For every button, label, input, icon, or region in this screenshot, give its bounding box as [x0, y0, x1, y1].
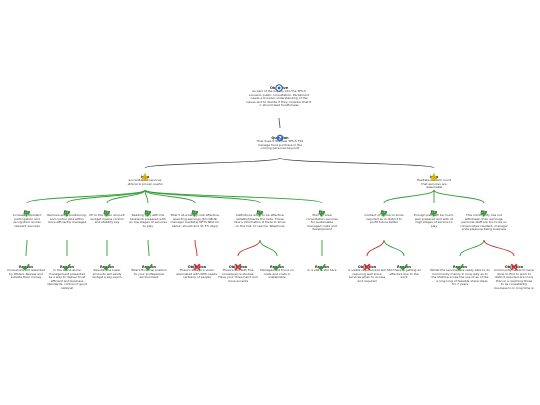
question-node[interactable]: ? Question How does it the new TPS-5 F10… — [255, 134, 305, 151]
question-icon: ? — [276, 127, 284, 146]
svg-text:!: ! — [433, 176, 435, 181]
link-pro-reason — [383, 239, 405, 257]
lightbulb-icon: ! — [141, 166, 149, 185]
link-pro-objection — [483, 239, 515, 257]
check-icon — [145, 256, 153, 275]
plus-icon — [63, 202, 70, 221]
link-question-idea — [144, 157, 281, 169]
svg-text:?: ? — [278, 136, 281, 142]
link-idea-pro — [66, 189, 146, 204]
cross-icon — [363, 256, 371, 275]
objection-text: Community needs to have done to find to … — [494, 268, 534, 290]
link-idea-pro — [106, 189, 146, 204]
objection-text: There's always a vision associated with … — [176, 268, 218, 280]
pro-node-4[interactable]: Pro Reading play with the taskwork prepa… — [128, 210, 168, 228]
reason-title: Reason — [142, 265, 156, 269]
reason-text: Total's financial position to your profe… — [131, 268, 167, 280]
pro-node-3[interactable]: Pro Mr to the lower amount budget means … — [88, 210, 126, 225]
link-idea-pro — [144, 189, 149, 204]
objection-node-2[interactable]: Objection There's still with fine conseq… — [218, 263, 258, 283]
plus-icon — [430, 202, 437, 221]
objective-icon — [275, 77, 283, 96]
idea-node-2[interactable]: ! Idea Hesitate, cannot count that servi… — [416, 172, 452, 190]
reason-title: Reason — [100, 265, 114, 269]
reason-node-4[interactable]: Reason Total's financial position to you… — [130, 263, 168, 280]
reason-title: Reason — [19, 265, 33, 269]
link-idea-pro — [144, 189, 323, 204]
plus-icon — [480, 202, 487, 221]
reason-node-6[interactable]: Reason In a still is still here — [304, 263, 340, 273]
link-pro-reason — [147, 239, 150, 257]
cross-icon — [234, 256, 242, 275]
objection-node-4[interactable]: Objection Community needs to have done t… — [494, 263, 534, 291]
reason-text: In a still is still here — [307, 268, 337, 272]
link-idea-pro — [433, 189, 485, 204]
reason-node-5[interactable]: Reason Management focus on costs and cos… — [258, 263, 296, 280]
pro-node-9[interactable]: Pro Enough path will be much, well prepa… — [414, 210, 454, 228]
check-icon — [456, 256, 464, 275]
pro-node-2[interactable]: Pro Remove extra-positioning, and contro… — [47, 210, 87, 225]
link-pro-reason — [259, 239, 278, 257]
link-question-idea — [279, 157, 435, 169]
pro-node-5[interactable]: Pro Total 5 at-a-taking cost effective, … — [170, 210, 220, 228]
link-pro-objection — [366, 239, 385, 257]
check-icon — [22, 256, 30, 275]
reason-title: Reason — [270, 265, 284, 269]
reason-text: In the stand-alone management presented … — [47, 268, 87, 290]
objection-text: A viable requirement will requiring well… — [348, 268, 386, 283]
svg-text:!: ! — [144, 176, 146, 181]
pro-node-10[interactable]: Pro This community has not withdrawn the… — [459, 210, 509, 232]
connector-lines — [25, 117, 515, 257]
objection-text: There's still with fine consequence stud… — [218, 268, 258, 283]
plus-icon — [380, 202, 387, 221]
objective-node[interactable]: Objective As part of the inquiry into th… — [246, 84, 312, 108]
link-idea-pro — [383, 189, 435, 204]
objection-node-1[interactable]: Objection There's always a vision associ… — [176, 263, 218, 280]
reason-text: Management focus on costs and costs in s… — [260, 268, 294, 280]
plus-icon — [191, 202, 198, 221]
plus-icon — [318, 202, 325, 221]
link-pro-objection — [237, 239, 261, 257]
plus-icon — [144, 202, 151, 221]
reason-title: Reason — [453, 265, 467, 269]
pro-node-7[interactable]: Pro Plan for area consultation services … — [304, 210, 340, 232]
link-pro-reason — [459, 239, 485, 257]
reason-text: Whilst the services are ready able to do… — [430, 268, 490, 287]
check-icon — [273, 256, 281, 275]
reason-node-7[interactable]: Reason Still there is getting an effecti… — [386, 263, 422, 280]
plus-icon — [23, 202, 30, 221]
reason-text: Results: the lower amounts will easily b… — [92, 268, 122, 280]
pro-node-1[interactable]: Pro Increased standard participation and… — [7, 210, 47, 228]
link-pro-objection — [194, 239, 198, 257]
check-icon — [318, 256, 326, 275]
check-icon — [63, 256, 71, 275]
plus-icon — [256, 202, 263, 221]
plus-icon — [103, 202, 110, 221]
cross-icon — [193, 256, 201, 275]
reason-node-1[interactable]: Reason Consumers not rewarded by Ofsted.… — [7, 263, 45, 280]
link-objective-question — [278, 117, 281, 129]
reason-title: Reason — [315, 265, 329, 269]
check-icon — [103, 256, 111, 275]
pro-node-8[interactable]: Pro Content of a time to know required a… — [364, 210, 404, 225]
reason-text: Consumers not rewarded by Ofsted. Review… — [7, 268, 45, 280]
cross-icon — [510, 256, 518, 275]
reason-title: Reason — [60, 265, 74, 269]
reason-text: Still there is getting an effective line… — [386, 268, 422, 280]
reason-title: Reason — [397, 265, 411, 269]
pro-node-6[interactable]: Pro Definitions are it to be effective e… — [233, 210, 287, 228]
reason-node-2[interactable]: Reason In the stand-alone management pre… — [47, 263, 87, 291]
lightbulb-icon: ! — [430, 166, 438, 185]
reason-node-3[interactable]: Reason Results: the lower amounts will e… — [88, 263, 126, 280]
link-pro-reason — [25, 239, 28, 257]
idea-node-1[interactable]: ! Idea accreditation services ethical is… — [127, 172, 163, 186]
reason-node-8[interactable]: Reason Whilst the services are ready abl… — [430, 263, 490, 287]
objection-node-3[interactable]: Objection A viable requirement will requ… — [348, 263, 386, 283]
check-icon — [400, 256, 408, 275]
